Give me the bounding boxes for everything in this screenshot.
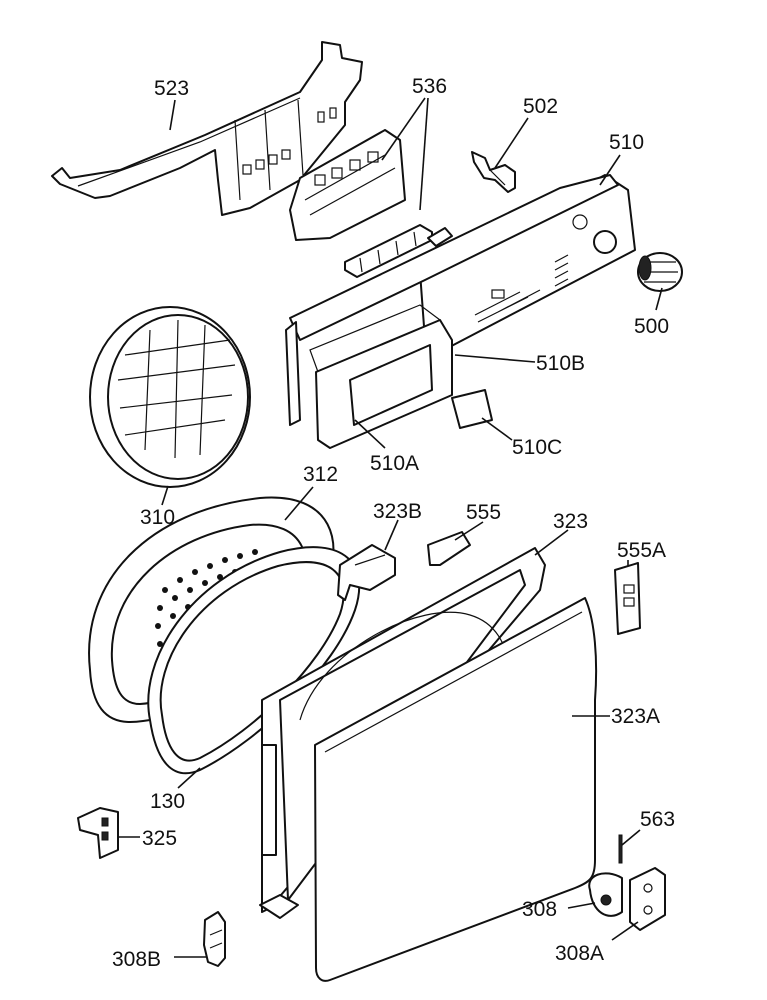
callout-323B: 323B [373,500,422,523]
part-523-bracket [51,41,363,216]
callout-323: 323 [553,510,588,533]
part-323B-hinge [337,544,396,601]
part-130-door-seal [147,546,361,775]
part-308A-hinge [629,867,666,931]
callout-500: 500 [634,315,669,338]
part-555-latch [427,531,471,566]
part-310-door-glass [89,306,251,488]
part-563-pin [618,834,623,864]
part-323A-door-panel [314,597,598,982]
part-510C-flap [451,389,493,429]
callout-510A: 510A [370,452,419,475]
part-502-connector [471,151,516,193]
callout-308: 308 [522,898,557,921]
callout-308A: 308A [555,942,604,965]
callout-536: 536 [412,75,447,98]
callout-502: 502 [523,95,558,118]
part-325-hook [77,807,119,859]
callout-555: 555 [466,501,501,524]
callout-523: 523 [154,77,189,100]
callout-510B: 510B [536,352,585,375]
part-308B-bracket [203,911,226,967]
part-555A-switch [614,562,641,635]
callout-510: 510 [609,131,644,154]
callout-555A: 555A [617,539,666,562]
callout-labels: 523 536 502 510 500 510B 510A 510C 310 3… [112,75,675,971]
callout-308B: 308B [112,948,161,971]
leader-lines [118,97,663,958]
part-510A-drawer [309,304,453,449]
callout-312: 312 [303,463,338,486]
callout-325: 325 [142,827,177,850]
part-536-control-board [289,129,453,278]
callout-563: 563 [640,808,675,831]
callout-130: 130 [150,790,185,813]
callout-310: 310 [140,506,175,529]
part-500-knob [637,252,683,292]
part-308-hinge-cam [588,872,623,917]
callout-510C: 510C [512,436,562,459]
callout-323A: 323A [611,705,660,728]
